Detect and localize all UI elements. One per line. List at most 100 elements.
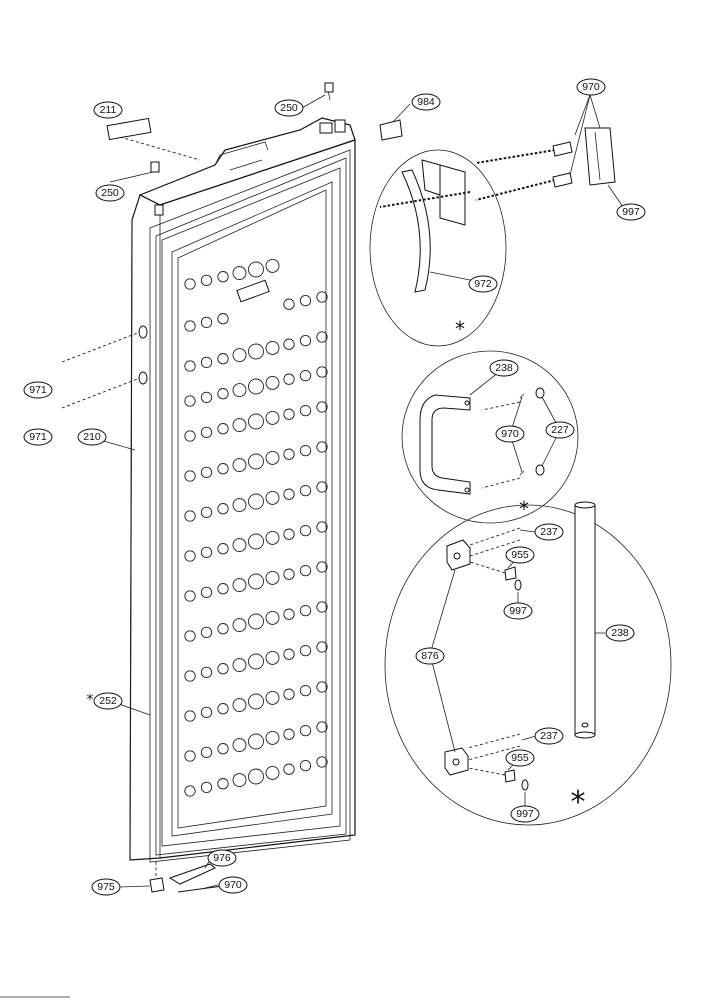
asterisk-marker-top: *: [455, 317, 465, 341]
svg-text:252: 252: [99, 695, 117, 707]
detail-handle-bottom: [384, 501, 672, 826]
liner-emboss-circle: [265, 375, 280, 390]
liner-emboss-circle: [232, 618, 247, 633]
side-plug-hole-upper: [138, 325, 148, 339]
screw-955-upper: [504, 566, 517, 581]
callout-955-upper: 955: [505, 546, 535, 564]
liner-emboss-circle: [217, 313, 229, 325]
handle-972: [401, 169, 431, 293]
liner-emboss-circle: [265, 258, 280, 273]
liner-emboss-circle: [283, 528, 295, 540]
liner-emboss-circle: [283, 448, 295, 460]
liner-emboss-circle: [283, 488, 295, 500]
liner-emboss-circle: [248, 613, 264, 630]
liner-emboss-circle: [299, 444, 312, 457]
liner-emboss-circle: [283, 298, 295, 310]
asterisk-marker-252: *: [87, 692, 94, 708]
liner-emboss-circle: [217, 583, 229, 595]
liner-emboss-circle: [248, 533, 264, 550]
liner-emboss-circle: [232, 773, 247, 788]
liner-emboss-circle: [217, 353, 229, 365]
svg-text:970: 970: [501, 428, 519, 440]
liner-emboss-circle: [299, 759, 312, 772]
liner-emboss-circle: [200, 546, 213, 559]
svg-text:997: 997: [622, 206, 640, 218]
svg-text:955: 955: [511, 752, 529, 764]
svg-text:211: 211: [100, 104, 117, 116]
liner-emboss-circle: [217, 463, 229, 475]
liner-emboss-circle: [265, 490, 280, 505]
liner-emboss-circle: [200, 426, 213, 439]
liner-emboss-circle: [184, 360, 196, 372]
bottom-hinge-plate: [168, 863, 216, 885]
screw-955-lower: [504, 769, 516, 783]
detail-circle-handle-mount: [369, 149, 507, 347]
svg-text:972: 972: [474, 278, 492, 290]
liner-emboss-circle: [299, 724, 312, 737]
svg-text:237: 237: [540, 526, 558, 538]
svg-text:976: 976: [213, 852, 231, 864]
liner-emboss-circle: [184, 630, 196, 642]
liner-emboss-circle: [283, 338, 295, 350]
asterisk-marker-bottom: *: [571, 785, 586, 820]
liner-emboss-circle: [232, 266, 247, 281]
callout-984: 984: [411, 93, 441, 111]
liner-emboss-circle: [217, 388, 229, 400]
detail-circle-hinge-handle: [384, 504, 672, 826]
liner-emboss-circle: [248, 378, 264, 395]
detail-handle-middle: [401, 350, 579, 524]
liner-emboss-circle: [283, 608, 295, 620]
liner-emboss-circle: [184, 670, 196, 682]
liner-emboss-circle: [200, 626, 213, 639]
top-hinge-pin-hole: [154, 204, 164, 216]
liner-emboss-circle: [232, 698, 247, 713]
liner-emboss-circle: [316, 441, 328, 453]
liner-emboss-circle: [232, 538, 247, 553]
side-plug-hole-lower: [138, 371, 148, 385]
liner-emboss-circle: [265, 530, 280, 545]
callout-970-top: 970: [576, 78, 606, 96]
liner-emboss-circle: [265, 450, 280, 465]
svg-text:970: 970: [224, 879, 242, 891]
liner-emboss-circle: [200, 506, 213, 519]
callout-971-upper: 971: [23, 381, 53, 399]
liner-emboss-circle: [248, 768, 264, 785]
callout-955-lower: 955: [505, 749, 535, 767]
svg-text:997: 997: [516, 808, 534, 820]
liner-emboss-circle: [184, 590, 196, 602]
liner-emboss-circle: [184, 750, 196, 762]
liner-emboss-circle: [265, 340, 280, 355]
liner-emboss-circle: [299, 644, 312, 657]
liner-emboss-circle: [232, 658, 247, 673]
liner-emboss-circle: [316, 561, 328, 573]
liner-emboss-circle: [200, 706, 213, 719]
liner-emboss-circle: [248, 653, 264, 670]
callout-972: 972: [468, 275, 498, 293]
svg-text:238: 238: [495, 362, 513, 374]
liner-emboss-circle: [299, 684, 312, 697]
svg-text:955: 955: [511, 549, 529, 561]
liner-emboss-circle: [283, 728, 295, 740]
liner-emboss-circle: [283, 763, 295, 775]
svg-text:984: 984: [417, 96, 435, 108]
handle-mount-plate: [439, 164, 466, 226]
svg-text:876: 876: [421, 650, 439, 662]
liner-emboss-circle: [316, 721, 328, 733]
liner-emboss-circle: [283, 408, 295, 420]
callout-876: 876: [415, 647, 445, 665]
svg-text:997: 997: [509, 605, 527, 617]
liner-emboss-circle: [184, 785, 196, 797]
liner-emboss-circle: [248, 343, 264, 360]
liner-emboss-circle: [232, 348, 247, 363]
plug-997-lower: [521, 779, 529, 791]
svg-text:210: 210: [83, 431, 101, 443]
callout-237-upper: 237: [534, 523, 564, 541]
liner-emboss-circle: [316, 366, 328, 378]
liner-emboss-circle: [248, 261, 264, 278]
liner-emboss-circle: [299, 564, 312, 577]
callout-970-middle: 970: [495, 425, 525, 443]
screw-970-lower: [552, 172, 573, 188]
liner-emboss-circle: [316, 641, 328, 653]
liner-emboss-circle: [217, 271, 229, 283]
top-pin-250: [324, 82, 334, 93]
